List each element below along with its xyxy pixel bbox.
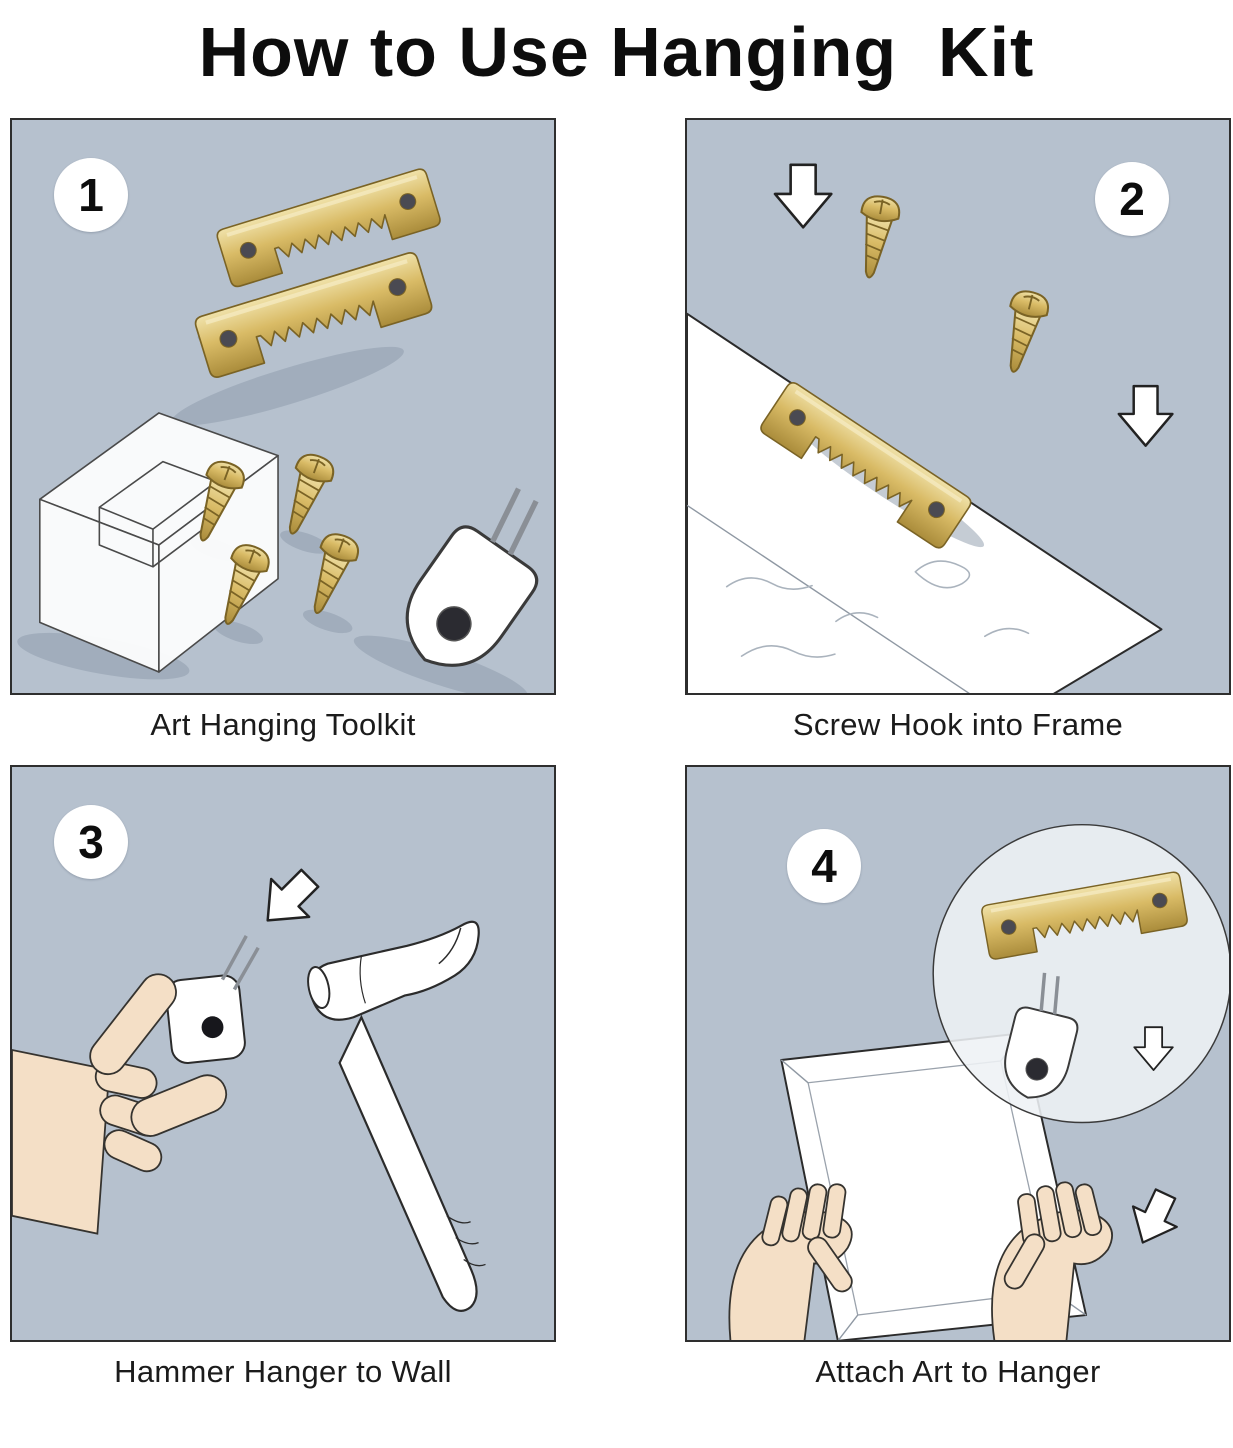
left-hand	[728, 1183, 853, 1340]
step-2-caption: Screw Hook into Frame	[792, 707, 1124, 742]
step-1-caption: Art Hanging Toolkit	[150, 707, 416, 742]
toolkit-box	[39, 412, 279, 673]
attach-art-illustration	[687, 767, 1229, 1340]
step-4-cell: 4 Attach Art to Hanger	[685, 765, 1231, 1390]
step-2-badge: 2	[1095, 162, 1169, 236]
step-number: 1	[78, 169, 104, 221]
wall-hanger	[165, 935, 260, 1064]
nail-head	[201, 1016, 224, 1039]
step-number: 4	[811, 840, 837, 892]
step-4-badge: 4	[787, 829, 861, 903]
panel-step-3: 3	[10, 765, 556, 1342]
toolkit-illustration	[12, 120, 554, 693]
right-hand	[991, 1181, 1113, 1340]
step-1-badge: 1	[54, 158, 128, 232]
panel-step-4: 4	[685, 765, 1231, 1342]
hammer	[307, 920, 486, 1312]
panel-step-1: 1	[10, 118, 556, 695]
step-4-caption: Attach Art to Hanger	[815, 1354, 1101, 1389]
page-title: How to Use Hanging Kit	[198, 13, 1035, 91]
step-2-cell: 2 Screw Hook into Frame	[685, 118, 1231, 743]
step-3-caption: Hammer Hanger to Wall	[114, 1354, 452, 1389]
step-3-badge: 3	[54, 805, 128, 879]
steps-grid: 1 Art Hanging Toolkit	[0, 118, 1233, 1390]
step-number: 3	[78, 816, 104, 868]
panel-step-2: 2	[685, 118, 1231, 695]
magnifier-circle	[932, 823, 1229, 1124]
step-3-cell: 3 Hammer Hanger to Wall	[10, 765, 556, 1390]
hand-fingers	[89, 973, 228, 1137]
step-number: 2	[1119, 173, 1145, 225]
step-1-cell: 1 Art Hanging Toolkit	[10, 118, 556, 743]
